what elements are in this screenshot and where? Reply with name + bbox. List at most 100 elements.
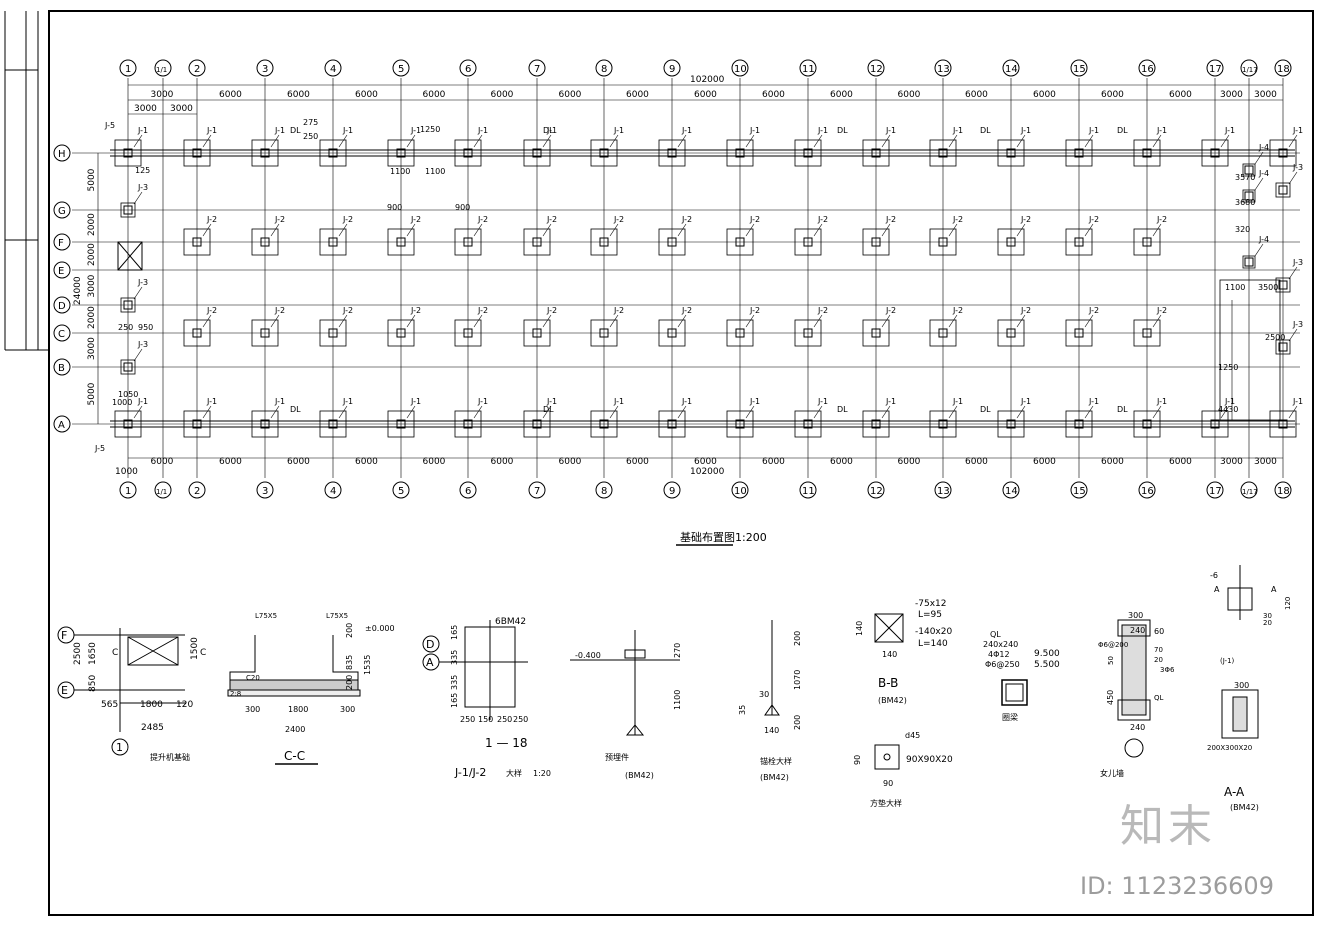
footing-label: J-2 — [477, 215, 488, 224]
axis-bubble-x — [528, 59, 546, 77]
footing-label: J-2 — [817, 306, 828, 315]
footing-j1 — [590, 410, 618, 438]
axis-bubble-x — [1240, 59, 1258, 77]
footing-j2 — [929, 228, 957, 256]
plan-note: 2500 — [1265, 333, 1285, 342]
dl-label: DL — [980, 126, 991, 135]
footing-label: J-1 — [749, 397, 760, 406]
leader — [473, 223, 483, 237]
leader — [133, 348, 143, 362]
stair-zone — [1219, 279, 1281, 421]
column-mark — [123, 205, 133, 215]
footing-label: J-1 — [681, 397, 692, 406]
leader — [1084, 405, 1094, 419]
bolt-200-a: 200 — [793, 631, 802, 646]
par-300: 300 — [1128, 611, 1143, 620]
detail-washer: d45 90X90X20 90 90 方垫大样 — [853, 731, 953, 808]
dim-300-b: 300 — [340, 705, 355, 714]
footing-label: J-3 — [137, 278, 148, 287]
bolt-spec: 6BM42 — [495, 617, 526, 627]
axis-bubble-x — [1138, 481, 1156, 499]
leader — [1152, 223, 1162, 237]
dl-label-b: DL — [837, 405, 848, 414]
footing-j2 — [590, 228, 618, 256]
footing-label: J-3 — [137, 183, 148, 192]
leader — [813, 134, 823, 148]
footing-label: J-1 — [885, 126, 896, 135]
footing-label-j5: J-5 — [104, 121, 115, 130]
footing-label: J-2 — [410, 215, 421, 224]
column-mark — [1074, 328, 1084, 338]
dim-left: 2000 — [87, 306, 97, 329]
footing-label: J-1 — [206, 397, 217, 406]
axis-bubble-x — [1206, 59, 1224, 77]
leader — [813, 405, 823, 419]
dl-label: DL — [543, 126, 554, 135]
footing-j1 — [1065, 410, 1093, 438]
footing-j1 — [319, 139, 347, 167]
dim-top: 3000 — [151, 90, 174, 100]
watermark-id: ID: 1123236609 — [1080, 872, 1274, 900]
dim-top: 3000 — [1220, 90, 1243, 100]
column-mark — [1278, 419, 1288, 429]
column-mark — [938, 148, 948, 158]
axis-bubble-x — [188, 481, 206, 499]
leader — [1288, 134, 1298, 148]
column-mark — [735, 148, 745, 158]
dl-label-b: DL — [543, 405, 554, 414]
dim-bottom: 6000 — [1169, 457, 1192, 467]
leader — [1288, 405, 1298, 419]
axis-bubble-y — [53, 296, 71, 314]
footing-label: J-2 — [274, 306, 285, 315]
level-label: ±0.000 — [365, 624, 395, 633]
footing-label: J-1 — [342, 126, 353, 135]
column-mark — [396, 237, 406, 247]
detail-j1-j2: D A 6BM42 250 150 250 250 165 335 335 16… — [422, 617, 551, 779]
column-mark — [1074, 148, 1084, 158]
column-mark — [803, 328, 813, 338]
axis-label-x: 7 — [534, 486, 540, 497]
dim-top: 6000 — [694, 90, 717, 100]
footing-label: J-1 — [206, 126, 217, 135]
title-strip — [4, 11, 49, 351]
detail3-scale: 1:20 — [533, 769, 551, 778]
footing-label: J-1 — [137, 397, 148, 406]
plan-note: 1100 — [390, 167, 410, 176]
footing-j2 — [997, 228, 1025, 256]
column-mark — [463, 328, 473, 338]
axis-bubble-y — [53, 324, 71, 342]
leader — [1220, 134, 1230, 148]
footing-label: J-2 — [1020, 306, 1031, 315]
column-mark — [192, 328, 202, 338]
footing-label: J-1 — [1088, 126, 1099, 135]
qb-level-1: 9.500 — [1034, 649, 1060, 659]
footing-j1 — [387, 139, 415, 167]
watermark-brand: 知末 — [1120, 801, 1216, 852]
leader — [1288, 328, 1298, 342]
footing-label: J-1 — [952, 126, 963, 135]
qb-level-2: 5.500 — [1034, 660, 1060, 670]
footing-label: J-1 — [342, 397, 353, 406]
plan-note: 275 — [303, 118, 318, 127]
axis-bubble-y — [53, 261, 71, 279]
column-mark — [735, 328, 745, 338]
column-mark — [328, 148, 338, 158]
footing-j1 — [1133, 139, 1161, 167]
footing-j1 — [454, 139, 482, 167]
footing-j2 — [929, 319, 957, 347]
footing-label: J-1 — [613, 126, 624, 135]
footing-label: J-2 — [342, 215, 353, 224]
footing-j2 — [794, 228, 822, 256]
plan-note: 1100 — [425, 167, 445, 176]
footing-j1 — [658, 139, 686, 167]
footing-j1 — [114, 410, 142, 438]
footing-j2 — [319, 228, 347, 256]
column-mark — [1074, 237, 1084, 247]
footing-j1 — [1201, 410, 1229, 438]
par-240-b: 240 — [1130, 723, 1145, 732]
axis-1-label: 1 — [116, 741, 123, 754]
footing-label: J-2 — [613, 306, 624, 315]
axis-label-x: 1/1 — [156, 488, 167, 496]
leader — [813, 223, 823, 237]
dim-250-a: 250 — [460, 715, 475, 724]
